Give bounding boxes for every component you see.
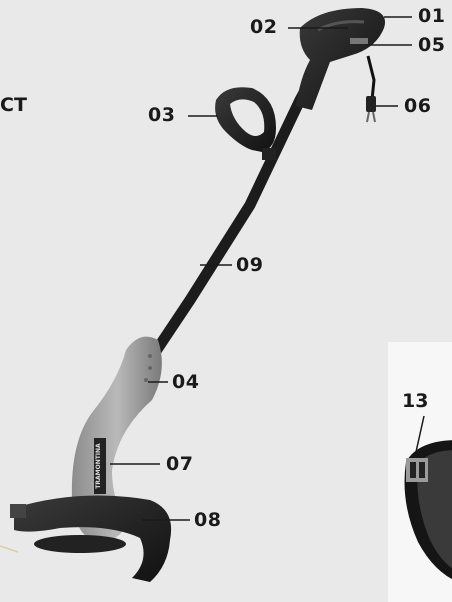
brand-plate (94, 438, 106, 494)
cropped-text-fragment: CT (0, 94, 27, 116)
callout-13: 13 (402, 390, 429, 412)
callout-05: 05 (418, 34, 446, 56)
callout-09: 09 (236, 254, 264, 276)
callout-04: 04 (172, 371, 200, 393)
detail-inset: 13 (388, 342, 452, 602)
top-handle (296, 8, 386, 110)
power-plug (366, 96, 376, 112)
brand-text: TRAMONTINA (95, 443, 102, 489)
power-cord (366, 55, 376, 101)
cutting-line (0, 545, 19, 553)
safety-guard (14, 495, 172, 582)
callout-03: 03 (148, 104, 176, 126)
callout-06: 06 (404, 95, 432, 117)
trigger (350, 38, 368, 44)
inset-illustration (404, 415, 452, 580)
callout-02: 02 (250, 16, 278, 38)
callout-08: 08 (194, 509, 222, 531)
callout-01: 01 (418, 5, 446, 27)
callout-07: 07 (166, 453, 194, 475)
